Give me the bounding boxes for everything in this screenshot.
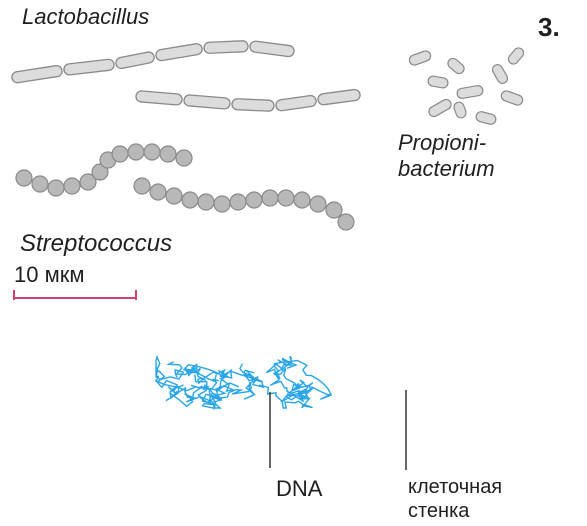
lactobacillus-cell (204, 41, 248, 54)
propionibacterium-cell (491, 63, 510, 85)
lactobacillus-chain-1 (11, 41, 295, 84)
streptococcus-cell (310, 196, 326, 212)
lactobacillus-cell (275, 95, 317, 112)
propionibacterium-cell (427, 98, 453, 119)
cell-wall-label-line2: стенка (408, 500, 469, 523)
propionibacterium-cell (456, 85, 483, 99)
streptococcus-cell (144, 144, 160, 160)
propionibacterium-cell (500, 90, 524, 107)
streptococcus-cell (278, 190, 294, 206)
lactobacillus-cell (249, 41, 294, 58)
lactobacillus-cell (155, 43, 203, 62)
lactobacillus-label: Lactobacillus (22, 4, 149, 30)
streptococcus-cell (176, 150, 192, 166)
propionibacterium-label-line2: bacterium (398, 156, 495, 182)
lactobacillus-cell (136, 91, 183, 106)
dna-tangle (156, 356, 331, 408)
scale-bar (14, 290, 136, 300)
streptococcus-cell (64, 178, 80, 194)
propionibacterium-cell (446, 56, 466, 75)
streptococcus-cell (214, 196, 230, 212)
propionibacterium-cell (475, 111, 497, 126)
propionibacterium-label-line1: Propioni- (398, 130, 486, 156)
streptococcus-cell (246, 192, 262, 208)
streptococcus-cell (128, 144, 144, 160)
streptococcus-cell (262, 190, 278, 206)
streptococcus-cell (160, 146, 176, 162)
streptococcus-cell (134, 178, 150, 194)
streptococcus-cell (166, 188, 182, 204)
streptococcus-cell (48, 180, 64, 196)
streptococcus-cell (198, 194, 214, 210)
propionibacterium-cell (453, 101, 468, 119)
propionibacterium-cell (427, 75, 448, 88)
streptococcus-cell (326, 202, 342, 218)
figure-number: 3. (538, 12, 560, 43)
lactobacillus-cell (184, 95, 231, 110)
propionibacterium-cell (506, 46, 525, 66)
streptococcus-cell (16, 170, 32, 186)
streptococcus-cell (230, 194, 246, 210)
scale-bar-label: 10 мкм (14, 262, 84, 288)
lactobacillus-cell (317, 89, 361, 106)
lactobacillus-cell (63, 59, 114, 76)
streptococcus-cell (112, 146, 128, 162)
dna-label: DNA (276, 476, 322, 502)
streptococcus-cell (150, 184, 166, 200)
cell-wall-label-line1: клеточная (408, 476, 502, 499)
lactobacillus-cell (232, 99, 275, 112)
streptococcus-label: Streptococcus (20, 230, 172, 258)
propionibacterium-cluster (408, 46, 526, 126)
streptococcus-cell (182, 192, 198, 208)
streptococcus-chain-2 (134, 178, 354, 230)
lactobacillus-cell (11, 65, 63, 84)
streptococcus-cell (294, 192, 310, 208)
lactobacillus-chain-2 (136, 89, 361, 112)
lactobacillus-cell (115, 51, 155, 69)
propionibacterium-cell (408, 50, 432, 67)
streptococcus-cell (338, 214, 354, 230)
streptococcus-cell (32, 176, 48, 192)
